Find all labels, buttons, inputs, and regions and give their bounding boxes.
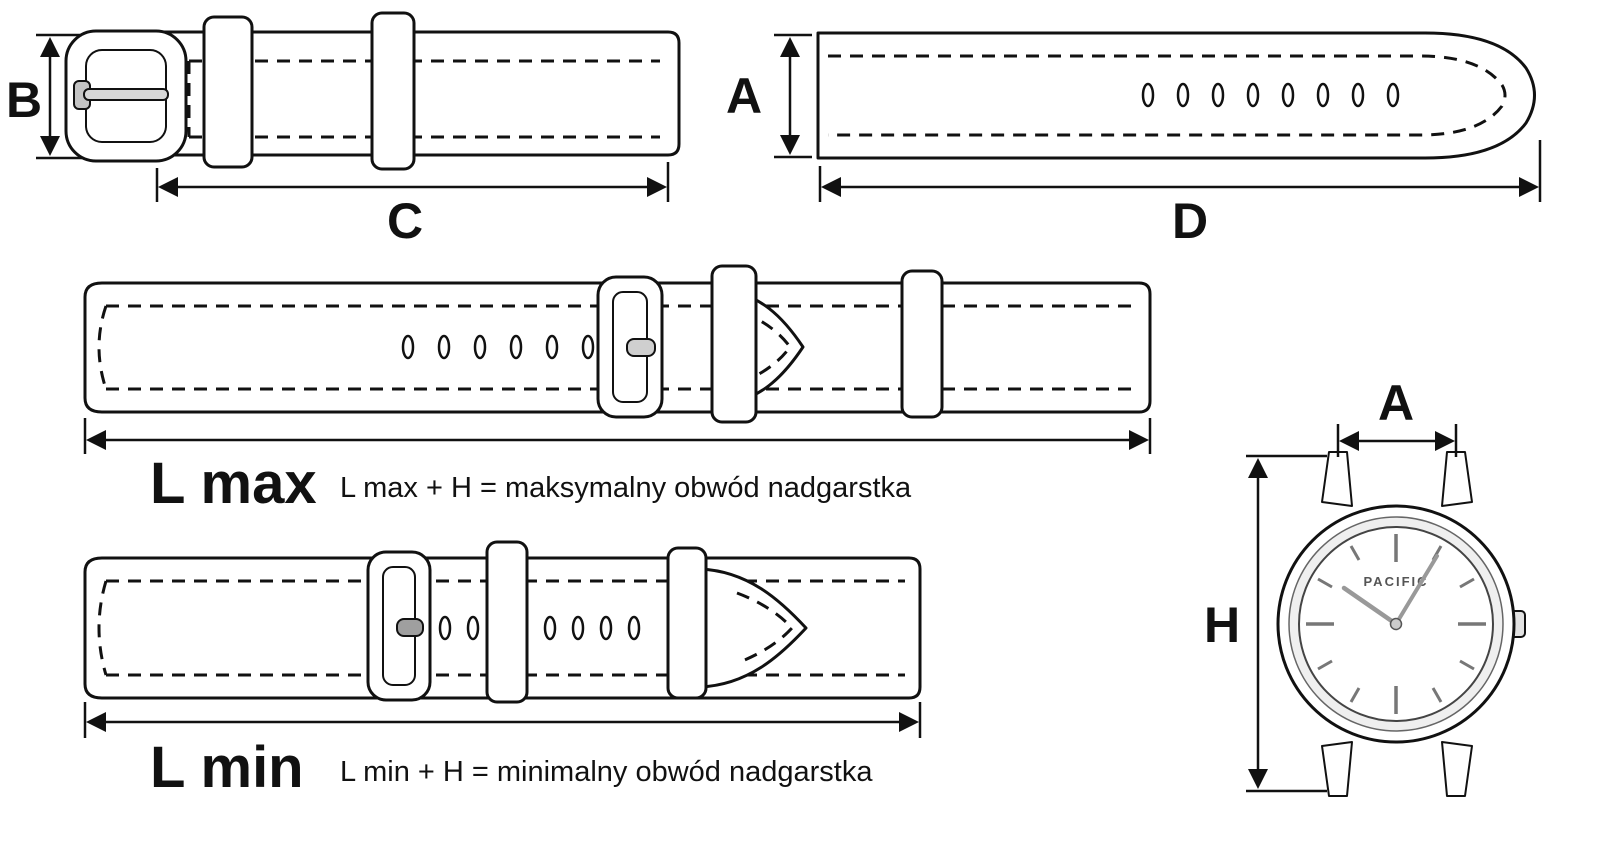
buckle-prong bbox=[626, 338, 656, 357]
watch-brand-label: PACIFIC bbox=[1363, 574, 1428, 589]
dimension-a: A bbox=[726, 33, 812, 159]
lmax-label: L max bbox=[150, 451, 317, 516]
watch-dimension-h: H bbox=[1204, 454, 1327, 793]
hour-hand bbox=[1341, 585, 1399, 627]
dimension-c-label: C bbox=[387, 193, 423, 249]
strap-holes bbox=[438, 615, 641, 641]
strap-hole bbox=[571, 615, 585, 641]
strap-hole bbox=[1316, 82, 1330, 108]
buckle-prong bbox=[396, 618, 424, 637]
dimension-b-label: B bbox=[6, 72, 42, 128]
watch-lug bbox=[1441, 741, 1473, 797]
strap-hole bbox=[1281, 82, 1295, 108]
strap-keeper bbox=[710, 264, 758, 424]
stitching bbox=[187, 59, 660, 139]
watch-drawing: PACIFIC A H bbox=[1204, 375, 1526, 797]
strap-hole bbox=[1246, 82, 1260, 108]
strap-hole bbox=[1211, 82, 1225, 108]
strap-hole bbox=[509, 334, 523, 360]
watch-dimension-h-label: H bbox=[1204, 597, 1240, 653]
hour-markers bbox=[1306, 534, 1486, 714]
strap-hole bbox=[466, 615, 480, 641]
dimension-b: B bbox=[6, 33, 82, 160]
tip-stitching bbox=[741, 310, 792, 384]
stitching bbox=[828, 54, 1507, 137]
strap-body bbox=[816, 31, 1536, 160]
strap-keeper bbox=[370, 11, 416, 171]
buckle-strap-piece: B C bbox=[6, 11, 681, 249]
dimension-d-label: D bbox=[1172, 193, 1208, 249]
hands-center-dot bbox=[1389, 617, 1403, 631]
dimension-lmax: L max L max + H = maksymalny obwód nadga… bbox=[83, 418, 1152, 516]
strap-hole bbox=[437, 334, 451, 360]
strap-hole bbox=[1176, 82, 1190, 108]
watch-dimension-a-label: A bbox=[1378, 375, 1414, 431]
dimension-a-label: A bbox=[726, 68, 762, 124]
strap-hole bbox=[473, 334, 487, 360]
dimension-d: D bbox=[818, 140, 1542, 249]
lmin-formula: L min + H = minimalny obwód nadgarstka bbox=[340, 756, 873, 788]
dimension-lmin: L min L min + H = minimalny obwód nadgar… bbox=[83, 702, 922, 800]
lmax-formula: L max + H = maksymalny obwód nadgarstka bbox=[340, 472, 912, 504]
watch-lug bbox=[1321, 451, 1353, 507]
assembled-strap-lmin: L min L min + H = minimalny obwód nadgar… bbox=[83, 540, 922, 800]
dimension-c: C bbox=[155, 162, 670, 249]
strap-hole bbox=[1141, 82, 1155, 108]
strap-hole bbox=[599, 615, 613, 641]
tip-stitching bbox=[736, 591, 795, 665]
strap-holes bbox=[1141, 82, 1400, 108]
lmin-label: L min bbox=[150, 735, 304, 800]
assembled-strap-lmax: L max L max + H = maksymalny obwód nadga… bbox=[83, 264, 1152, 516]
strap-hole bbox=[401, 334, 415, 360]
holes-strap-piece: A D bbox=[726, 31, 1542, 249]
buckle-prong bbox=[83, 88, 169, 101]
watch-lug bbox=[1321, 741, 1353, 797]
strap-hole bbox=[1386, 82, 1400, 108]
strap-keeper bbox=[666, 546, 708, 700]
strap-hole bbox=[438, 615, 452, 641]
watch-hands bbox=[1341, 554, 1439, 631]
strap-keeper bbox=[900, 269, 944, 419]
strap-keeper bbox=[485, 540, 529, 704]
watch-lug bbox=[1441, 451, 1473, 507]
strap-hole bbox=[543, 615, 557, 641]
strap-hole bbox=[545, 334, 559, 360]
strap-hole bbox=[1351, 82, 1365, 108]
watch-dimension-a: A bbox=[1336, 375, 1458, 457]
strap-hole bbox=[627, 615, 641, 641]
minute-hand bbox=[1394, 554, 1439, 626]
strap-hole bbox=[581, 334, 595, 360]
strap-holes bbox=[401, 334, 595, 360]
strap-keeper bbox=[202, 15, 254, 169]
strap-tip bbox=[698, 567, 808, 689]
